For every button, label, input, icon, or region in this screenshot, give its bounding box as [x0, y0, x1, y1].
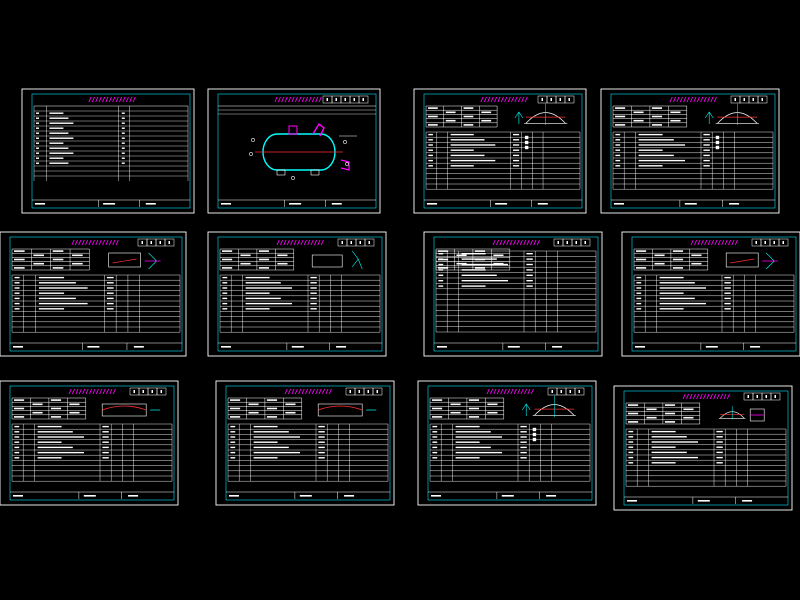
- drawing-sheet-s8: [621, 231, 800, 357]
- drawing-sheet-s12: [613, 385, 793, 511]
- drawing-sheet-s10: [215, 380, 395, 506]
- drawing-sheet-s6: [207, 231, 387, 357]
- drawing-sheet-s3: [413, 88, 587, 214]
- drawing-sheet-s1: [21, 88, 195, 214]
- top-nozzle: [312, 122, 325, 137]
- drawing-sheet-s4: [600, 88, 780, 214]
- drawing-sheet-s7: [423, 231, 603, 357]
- side-nozzle: [340, 159, 350, 171]
- drawing-sheet-s2: [207, 88, 381, 214]
- drawing-sheet-s9: [0, 380, 179, 506]
- drawing-sheet-s5: [0, 231, 187, 357]
- drawing-sheet-s11: [417, 380, 597, 506]
